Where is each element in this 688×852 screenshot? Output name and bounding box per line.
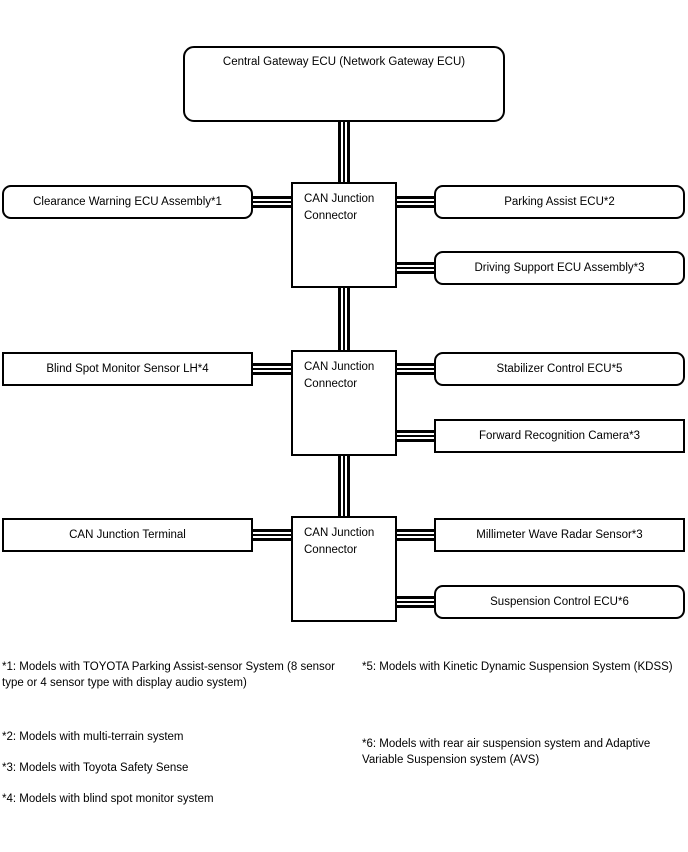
footnote-6: *6: Models with rear air suspension syst… xyxy=(362,738,651,766)
central-gateway-ecu-box: Central Gateway ECU (Network Gateway ECU… xyxy=(183,46,505,122)
parking-assist-ecu-label: Parking Assist ECU*2 xyxy=(504,195,615,208)
can-bus-segment xyxy=(253,196,291,208)
suspension-control-ecu-box: Suspension Control ECU*6 xyxy=(434,585,685,619)
stabilizer-control-ecu-box: Stabilizer Control ECU*5 xyxy=(434,352,685,386)
forward-recognition-camera-label: Forward Recognition Camera*3 xyxy=(478,429,641,442)
footnote-3: *3: Models with Toyota Safety Sense xyxy=(2,762,189,774)
can-junction-connector-box-3: CAN Junction Connector xyxy=(291,516,397,622)
clearance-warning-ecu-label: Clearance Warning ECU Assembly*1 xyxy=(33,195,222,208)
can-bus-segment xyxy=(253,529,291,541)
blind-spot-monitor-sensor-label: Blind Spot Monitor Sensor LH*4 xyxy=(46,362,209,375)
clearance-warning-ecu-box: Clearance Warning ECU Assembly*1 xyxy=(2,185,253,219)
footnote-4: *4: Models with blind spot monitor syste… xyxy=(2,793,214,805)
can-junction-connector-box-2: CAN Junction Connector xyxy=(291,350,397,456)
can-bus-vertical-segment-2 xyxy=(338,288,350,350)
can-junction-connector-box-1: CAN Junction Connector xyxy=(291,182,397,288)
millimeter-wave-radar-sensor-label: Millimeter Wave Radar Sensor*3 xyxy=(476,528,643,541)
can-bus-segment xyxy=(253,363,291,375)
footnote-5: *5: Models with Kinetic Dynamic Suspensi… xyxy=(362,661,673,673)
millimeter-wave-radar-sensor-box: Millimeter Wave Radar Sensor*3 xyxy=(434,518,685,552)
stabilizer-control-ecu-label: Stabilizer Control ECU*5 xyxy=(496,362,623,375)
can-junction-terminal-box: CAN Junction Terminal xyxy=(2,518,253,552)
can-junction-connector-label: CAN Junction Connector xyxy=(304,361,375,390)
can-bus-vertical-segment-3 xyxy=(338,456,350,516)
parking-assist-ecu-box: Parking Assist ECU*2 xyxy=(434,185,685,219)
driving-support-ecu-label: Driving Support ECU Assembly*3 xyxy=(474,261,645,274)
can-bus-vertical-segment-1 xyxy=(338,121,350,182)
can-bus-segment xyxy=(397,363,434,375)
suspension-control-ecu-label: Suspension Control ECU*6 xyxy=(490,595,629,608)
can-bus-segment xyxy=(397,430,434,442)
can-bus-segment xyxy=(397,196,434,208)
driving-support-ecu-box: Driving Support ECU Assembly*3 xyxy=(434,251,685,285)
footnote-2: *2: Models with multi-terrain system xyxy=(2,731,184,743)
can-junction-terminal-label: CAN Junction Terminal xyxy=(69,528,186,541)
can-bus-segment xyxy=(397,596,434,608)
footnote-1: *1: Models with TOYOTA Parking Assist-se… xyxy=(2,661,335,689)
central-gateway-ecu-label: Central Gateway ECU (Network Gateway ECU… xyxy=(222,56,466,68)
can-junction-connector-label: CAN Junction Connector xyxy=(304,193,375,222)
forward-recognition-camera-box: Forward Recognition Camera*3 xyxy=(434,419,685,453)
can-junction-connector-label: CAN Junction Connector xyxy=(304,527,375,556)
can-bus-segment xyxy=(397,262,434,274)
blind-spot-monitor-sensor-box: Blind Spot Monitor Sensor LH*4 xyxy=(2,352,253,386)
can-bus-segment xyxy=(397,529,434,541)
